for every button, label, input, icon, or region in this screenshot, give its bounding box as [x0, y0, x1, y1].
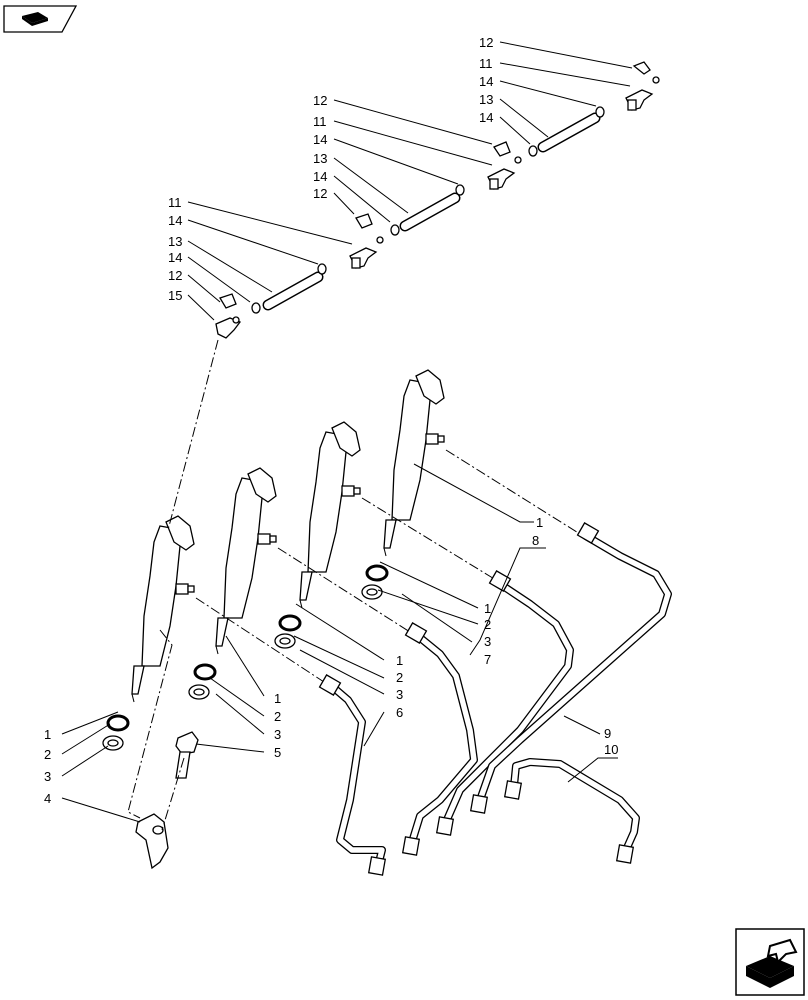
callout-1: 1: [536, 515, 543, 530]
callout-2: 2: [274, 709, 281, 724]
injector-2: [215, 467, 277, 655]
callout-12: 12: [479, 35, 493, 50]
callout-labels: 12 11 14 13 14 12 11 14 13 14 12 11 14 1…: [44, 35, 618, 806]
callout-4: 4: [44, 791, 51, 806]
callout-12: 12: [313, 93, 327, 108]
callout-14: 14: [168, 250, 182, 265]
callout-11: 11: [313, 114, 327, 129]
callout-11: 11: [168, 195, 182, 210]
next-page-arrow-icon[interactable]: [735, 928, 805, 996]
callout-6: 6: [396, 705, 403, 720]
callout-1: 1: [484, 601, 491, 616]
injector-3: [299, 421, 361, 609]
leader-lines: [61, 41, 633, 823]
callout-2: 2: [44, 747, 51, 762]
callout-14: 14: [479, 74, 493, 89]
callout-1: 1: [44, 727, 51, 742]
clamp-bolt: [175, 731, 199, 779]
hose-clamp: [251, 106, 605, 314]
tee-fitting: [215, 76, 660, 339]
callout-12: 12: [313, 186, 327, 201]
callout-14: 14: [313, 169, 327, 184]
callout-3: 3: [274, 727, 281, 742]
pipe-7: [401, 622, 478, 856]
callout-1: 1: [274, 691, 281, 706]
assembly-centerlines: [127, 339, 581, 831]
callout-14: 14: [479, 110, 493, 125]
callout-15: 15: [168, 288, 182, 303]
callout-3: 3: [396, 687, 403, 702]
pipe-9: [469, 522, 672, 814]
sealing-washer: [102, 584, 383, 751]
retaining-clip: [219, 61, 651, 309]
callout-2: 2: [484, 617, 491, 632]
callout-1: 1: [396, 653, 403, 668]
injector: [131, 369, 445, 703]
pipe-10: [503, 758, 640, 864]
callout-13: 13: [479, 92, 493, 107]
injector-1: [131, 515, 195, 703]
callout-5: 5: [274, 745, 281, 760]
callout-3: 3: [484, 634, 491, 649]
callout-10: 10: [604, 742, 618, 757]
callout-2: 2: [396, 670, 403, 685]
injector-clamp-bracket: [135, 813, 169, 870]
injector-4: [383, 369, 445, 557]
view-direction-icon[interactable]: [3, 5, 78, 33]
callout-13: 13: [313, 151, 327, 166]
pipe-8: [435, 570, 574, 836]
o-ring: [106, 564, 389, 732]
leak-off-hose: [262, 112, 601, 311]
callout-12: 12: [168, 268, 182, 283]
callout-9: 9: [604, 726, 611, 741]
callout-14: 14: [313, 132, 327, 147]
callout-13: 13: [168, 234, 182, 249]
leak-off-assembly: [215, 61, 660, 339]
callout-14: 14: [168, 213, 182, 228]
high-pressure-pipes: [318, 522, 672, 876]
callout-7: 7: [484, 652, 491, 667]
callout-8: 8: [532, 533, 539, 548]
callout-11: 11: [479, 56, 493, 71]
callout-3: 3: [44, 769, 51, 784]
pipe-6: [318, 674, 387, 876]
